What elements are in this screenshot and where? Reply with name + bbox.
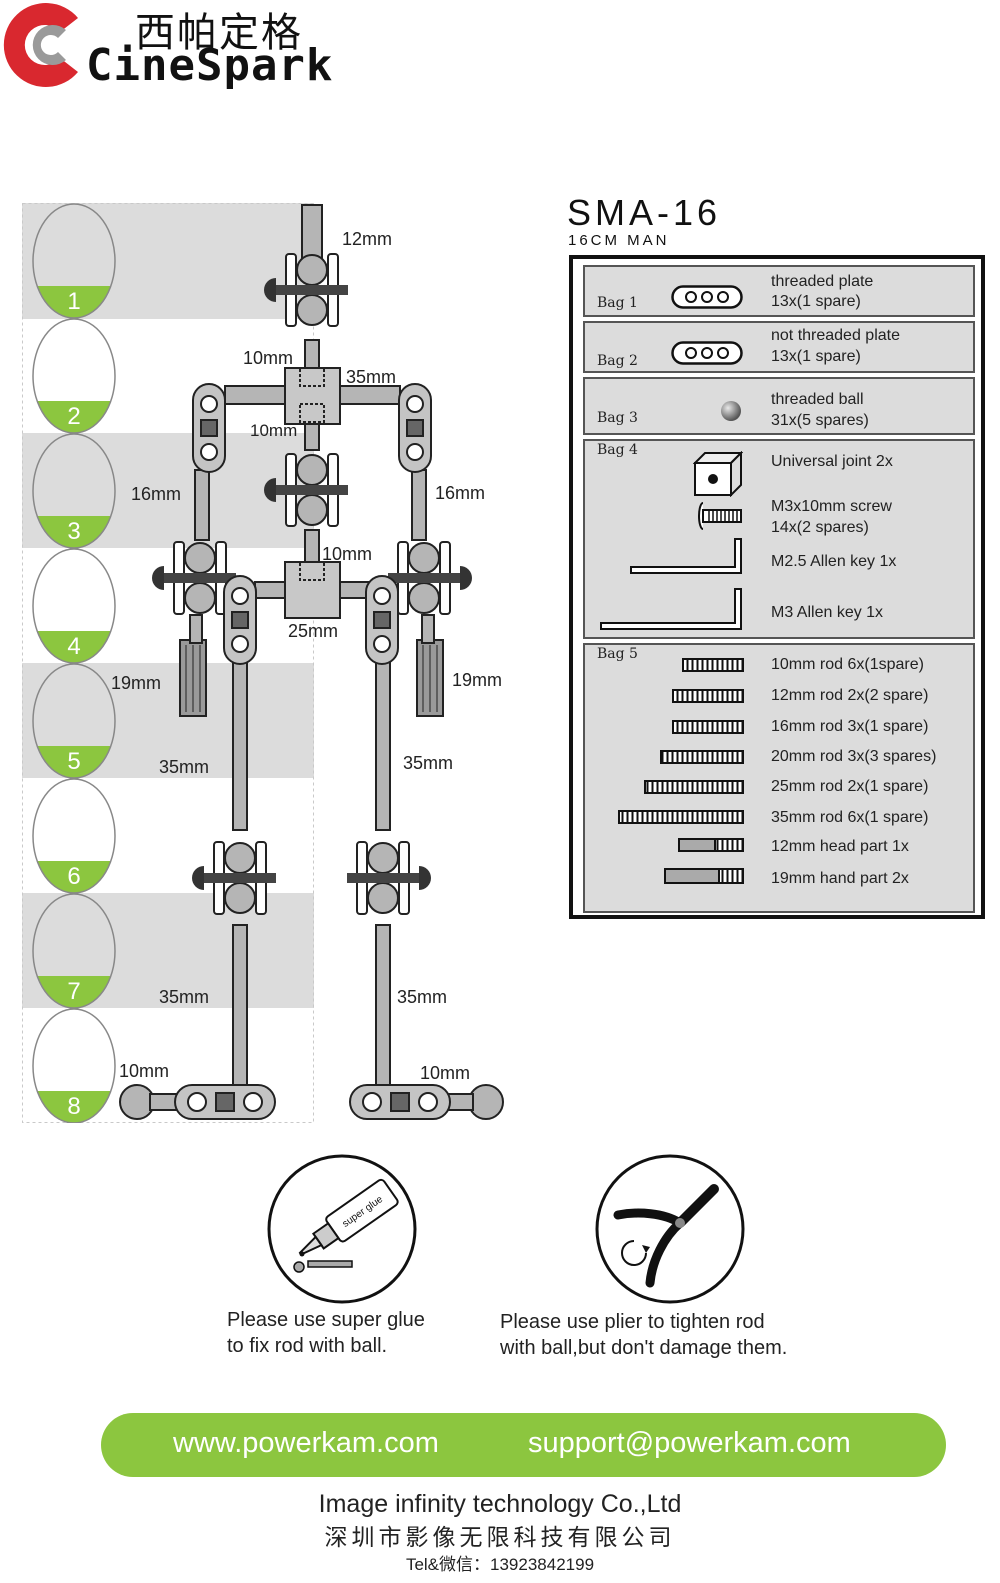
bag-label: Bag 2 <box>597 353 638 369</box>
tip-plier: Please use plier to tighten rod with bal… <box>500 1309 787 1361</box>
bag-label: Bag 4 <box>597 442 638 458</box>
part-quantity: 13x(1 spare) <box>771 293 861 310</box>
dimension-label-left-thigh: 35mm <box>159 757 210 777</box>
part-name: M2.5 Allen key 1x <box>771 553 897 570</box>
step-number: 8 <box>67 1093 81 1120</box>
tip-glue-line: Please use super glue <box>227 1309 425 1331</box>
tip-glue-line: to fix rod with ball. <box>227 1335 388 1357</box>
part-name: Universal joint 2x <box>771 453 893 470</box>
part-name: threaded ball <box>771 391 864 408</box>
part-name: 25mm rod 2x(1 spare) <box>771 778 929 795</box>
step-number: 6 <box>67 863 81 890</box>
tip-plier-line: with ball,but don't damage them. <box>500 1337 788 1359</box>
dimension-label-waist: 10mm <box>322 544 373 564</box>
email-link[interactable]: support@powerkam.com <box>528 1427 851 1459</box>
model-subtitle: 16CM MAN <box>568 232 670 249</box>
bag-label: Bag 1 <box>597 295 638 311</box>
brand-name-en: CineSpark <box>86 40 334 91</box>
bag-label: Bag 3 <box>597 410 638 426</box>
model-code: SMA-16 <box>567 192 722 233</box>
allen-key-small-icon <box>630 538 742 574</box>
part-quantity: 14x(2 spares) <box>771 519 869 536</box>
step-egg-6 <box>32 778 116 894</box>
bag-4: Bag 4 Universal joint 2x M3x10mm screw 1… <box>583 439 975 639</box>
part-name: M3 Allen key 1x <box>771 604 884 621</box>
bag-5: Bag 5 10mm rod 6x(1spare) 12mm rod <box>583 643 975 913</box>
dimension-label-left-upper-arm: 16mm <box>131 484 182 504</box>
dimension-label-right-shin: 35mm <box>397 987 448 1007</box>
bag-label: Bag 5 <box>597 646 638 662</box>
dimension-label-left-shin: 35mm <box>159 987 210 1007</box>
not-threaded-plate-icon <box>671 341 743 365</box>
step-egg-3 <box>32 433 116 549</box>
part-name: 20mm rod 3x(3 spares) <box>771 748 937 765</box>
part-quantity: 13x(1 spare) <box>771 348 861 365</box>
dimension-label-left-hand: 19mm <box>111 673 162 693</box>
super-glue-icon: super glue <box>267 1154 417 1304</box>
contact-bar: www.powerkam.com support@powerkam.com <box>101 1413 946 1477</box>
tip-glue: Please use super glue to fix rod with ba… <box>227 1307 425 1359</box>
step-number: 5 <box>67 748 81 775</box>
brand-logo-icon <box>3 2 79 87</box>
part-quantity: 31x(5 spares) <box>771 412 869 429</box>
dimension-label-left-foot: 10mm <box>119 1061 170 1081</box>
step-eggs <box>32 203 116 1123</box>
step-number: 1 <box>67 288 81 315</box>
allen-key-large-icon <box>600 588 742 630</box>
part-name: M3x10mm screw <box>771 498 892 515</box>
bag-3: Bag 3 threaded ball 31x(5 spares) <box>583 377 975 435</box>
screw-icon <box>698 502 742 530</box>
dimension-label-right-upper-arm: 16mm <box>435 483 486 503</box>
bag-1: Bag 1 threaded plate 13x(1 spare) <box>583 265 975 317</box>
step-egg-8 <box>32 1008 116 1123</box>
threaded-ball-icon <box>721 401 741 421</box>
part-name: threaded plate <box>771 273 874 290</box>
brand-name-cn: 西帕定格 <box>135 10 303 56</box>
dimension-label-upper-neck: 10mm <box>243 348 294 368</box>
plier-icon <box>595 1154 745 1304</box>
part-name: 19mm hand part 2x <box>771 870 909 887</box>
part-name: 16mm rod 3x(1 spare) <box>771 718 929 735</box>
contact-phone: Tel&微信：13923842199 <box>405 1555 595 1574</box>
step-number: 7 <box>67 978 81 1005</box>
dimension-label-shoulder: 35mm <box>346 367 397 387</box>
website-link[interactable]: www.powerkam.com <box>173 1427 439 1459</box>
dimension-label-hip: 25mm <box>288 621 339 641</box>
rod-parts-icons <box>618 658 744 884</box>
step-number: 3 <box>67 518 81 545</box>
step-egg-5 <box>32 663 116 779</box>
dimension-label-neck: 12mm <box>342 229 393 249</box>
dimension-label-right-foot: 10mm <box>420 1063 471 1083</box>
armature-skeleton <box>119 204 504 1120</box>
bag-2: Bag 2 not threaded plate 13x(1 spare) <box>583 321 975 373</box>
threaded-plate-icon <box>671 285 743 309</box>
company-name-cn: 深圳市影像无限科技有限公司 <box>324 1525 676 1551</box>
step-number: 2 <box>67 403 81 430</box>
parts-list: Bag 1 threaded plate 13x(1 spare) Bag 2 … <box>569 255 985 919</box>
dimension-label-right-hand: 19mm <box>452 670 503 690</box>
dimension-label-right-thigh: 35mm <box>403 753 454 773</box>
part-name: not threaded plate <box>771 327 900 344</box>
universal-joint-icon <box>693 451 743 497</box>
tip-plier-line: Please use plier to tighten rod <box>500 1311 765 1333</box>
part-name: 12mm head part 1x <box>771 838 909 855</box>
part-name: 10mm rod 6x(1spare) <box>771 656 924 673</box>
dimension-label-chest: 10mm <box>250 421 298 440</box>
step-number: 4 <box>67 633 81 660</box>
step-egg-1 <box>32 203 116 319</box>
company-name-en: Image infinity technology Co.,Ltd <box>318 1490 682 1518</box>
part-name: 35mm rod 6x(1 spare) <box>771 809 929 826</box>
step-egg-4 <box>32 548 116 664</box>
part-name: 12mm rod 2x(2 spare) <box>771 687 929 704</box>
